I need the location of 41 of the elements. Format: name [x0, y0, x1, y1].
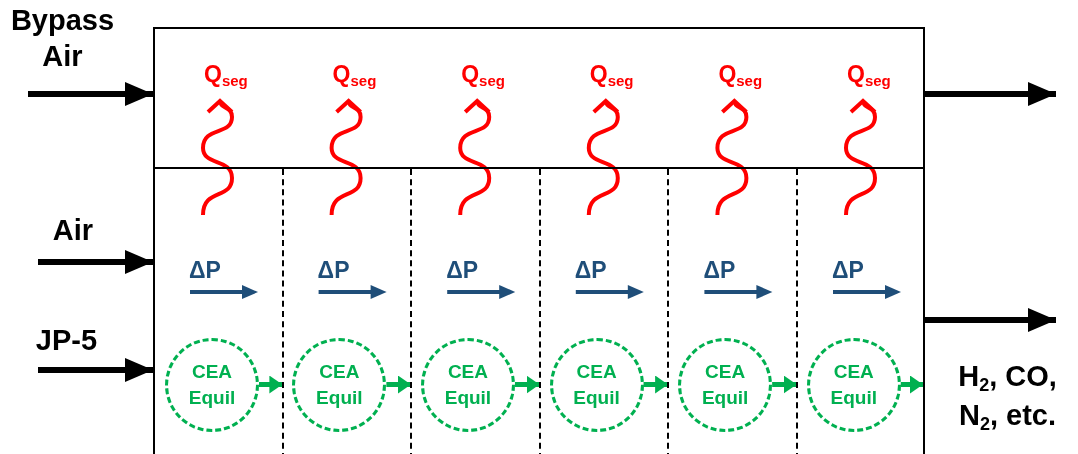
- heat-label: Q$_{seg}$: [204, 63, 248, 88]
- channel-box: [153, 27, 925, 169]
- channel-box: [153, 167, 925, 454]
- arrow: [38, 250, 153, 274]
- heat-label: Q$_{seg}$: [718, 63, 763, 88]
- heat-label: Q$_{seg}$: [461, 63, 505, 88]
- heat-label: Q$_{seg}$: [847, 63, 891, 88]
- node-label: CEA Equil: [700, 359, 750, 410]
- arrow: [900, 375, 923, 394]
- heat-label: Q$_{seg}$: [589, 63, 634, 88]
- equilibrium-circle: [549, 337, 644, 432]
- arrow: [925, 308, 1056, 332]
- pressure-drop-label: ΔP: [574, 259, 607, 282]
- edge-label: Bypass Air: [9, 3, 116, 75]
- edge-label: Air: [51, 213, 95, 248]
- arrow: [386, 375, 411, 394]
- node-label: CEA Equil: [443, 359, 493, 410]
- arrow: [772, 375, 797, 394]
- edge-label: H$_{2}$, CO, N$_{2}$, etc.: [957, 359, 1058, 435]
- arrow: [925, 82, 1056, 106]
- pressure-drop-label: ΔP: [446, 259, 479, 282]
- arrow: [259, 375, 283, 394]
- equilibrium-circle: [678, 337, 773, 432]
- pressure-drop-label: ΔP: [832, 259, 864, 282]
- equilibrium-circle: [292, 337, 387, 432]
- node-label: CEA Equil: [315, 359, 364, 410]
- pressure-drop-label: ΔP: [703, 259, 736, 282]
- equilibrium-circle: [420, 337, 515, 432]
- equilibrium-circle: [165, 337, 259, 432]
- arrow: [28, 82, 153, 106]
- arrow: [514, 375, 540, 394]
- node-label: CEA Equil: [829, 359, 878, 410]
- node-label: CEA Equil: [572, 359, 621, 410]
- arrow: [38, 358, 153, 382]
- arrow: [643, 375, 669, 394]
- equilibrium-circle: [806, 337, 901, 432]
- heat-label: Q$_{seg}$: [332, 63, 377, 88]
- node-label: CEA Equil: [187, 359, 237, 410]
- edge-label: JP-5: [34, 323, 99, 358]
- pressure-drop-label: ΔP: [317, 259, 350, 282]
- pressure-drop-label: ΔP: [189, 259, 221, 282]
